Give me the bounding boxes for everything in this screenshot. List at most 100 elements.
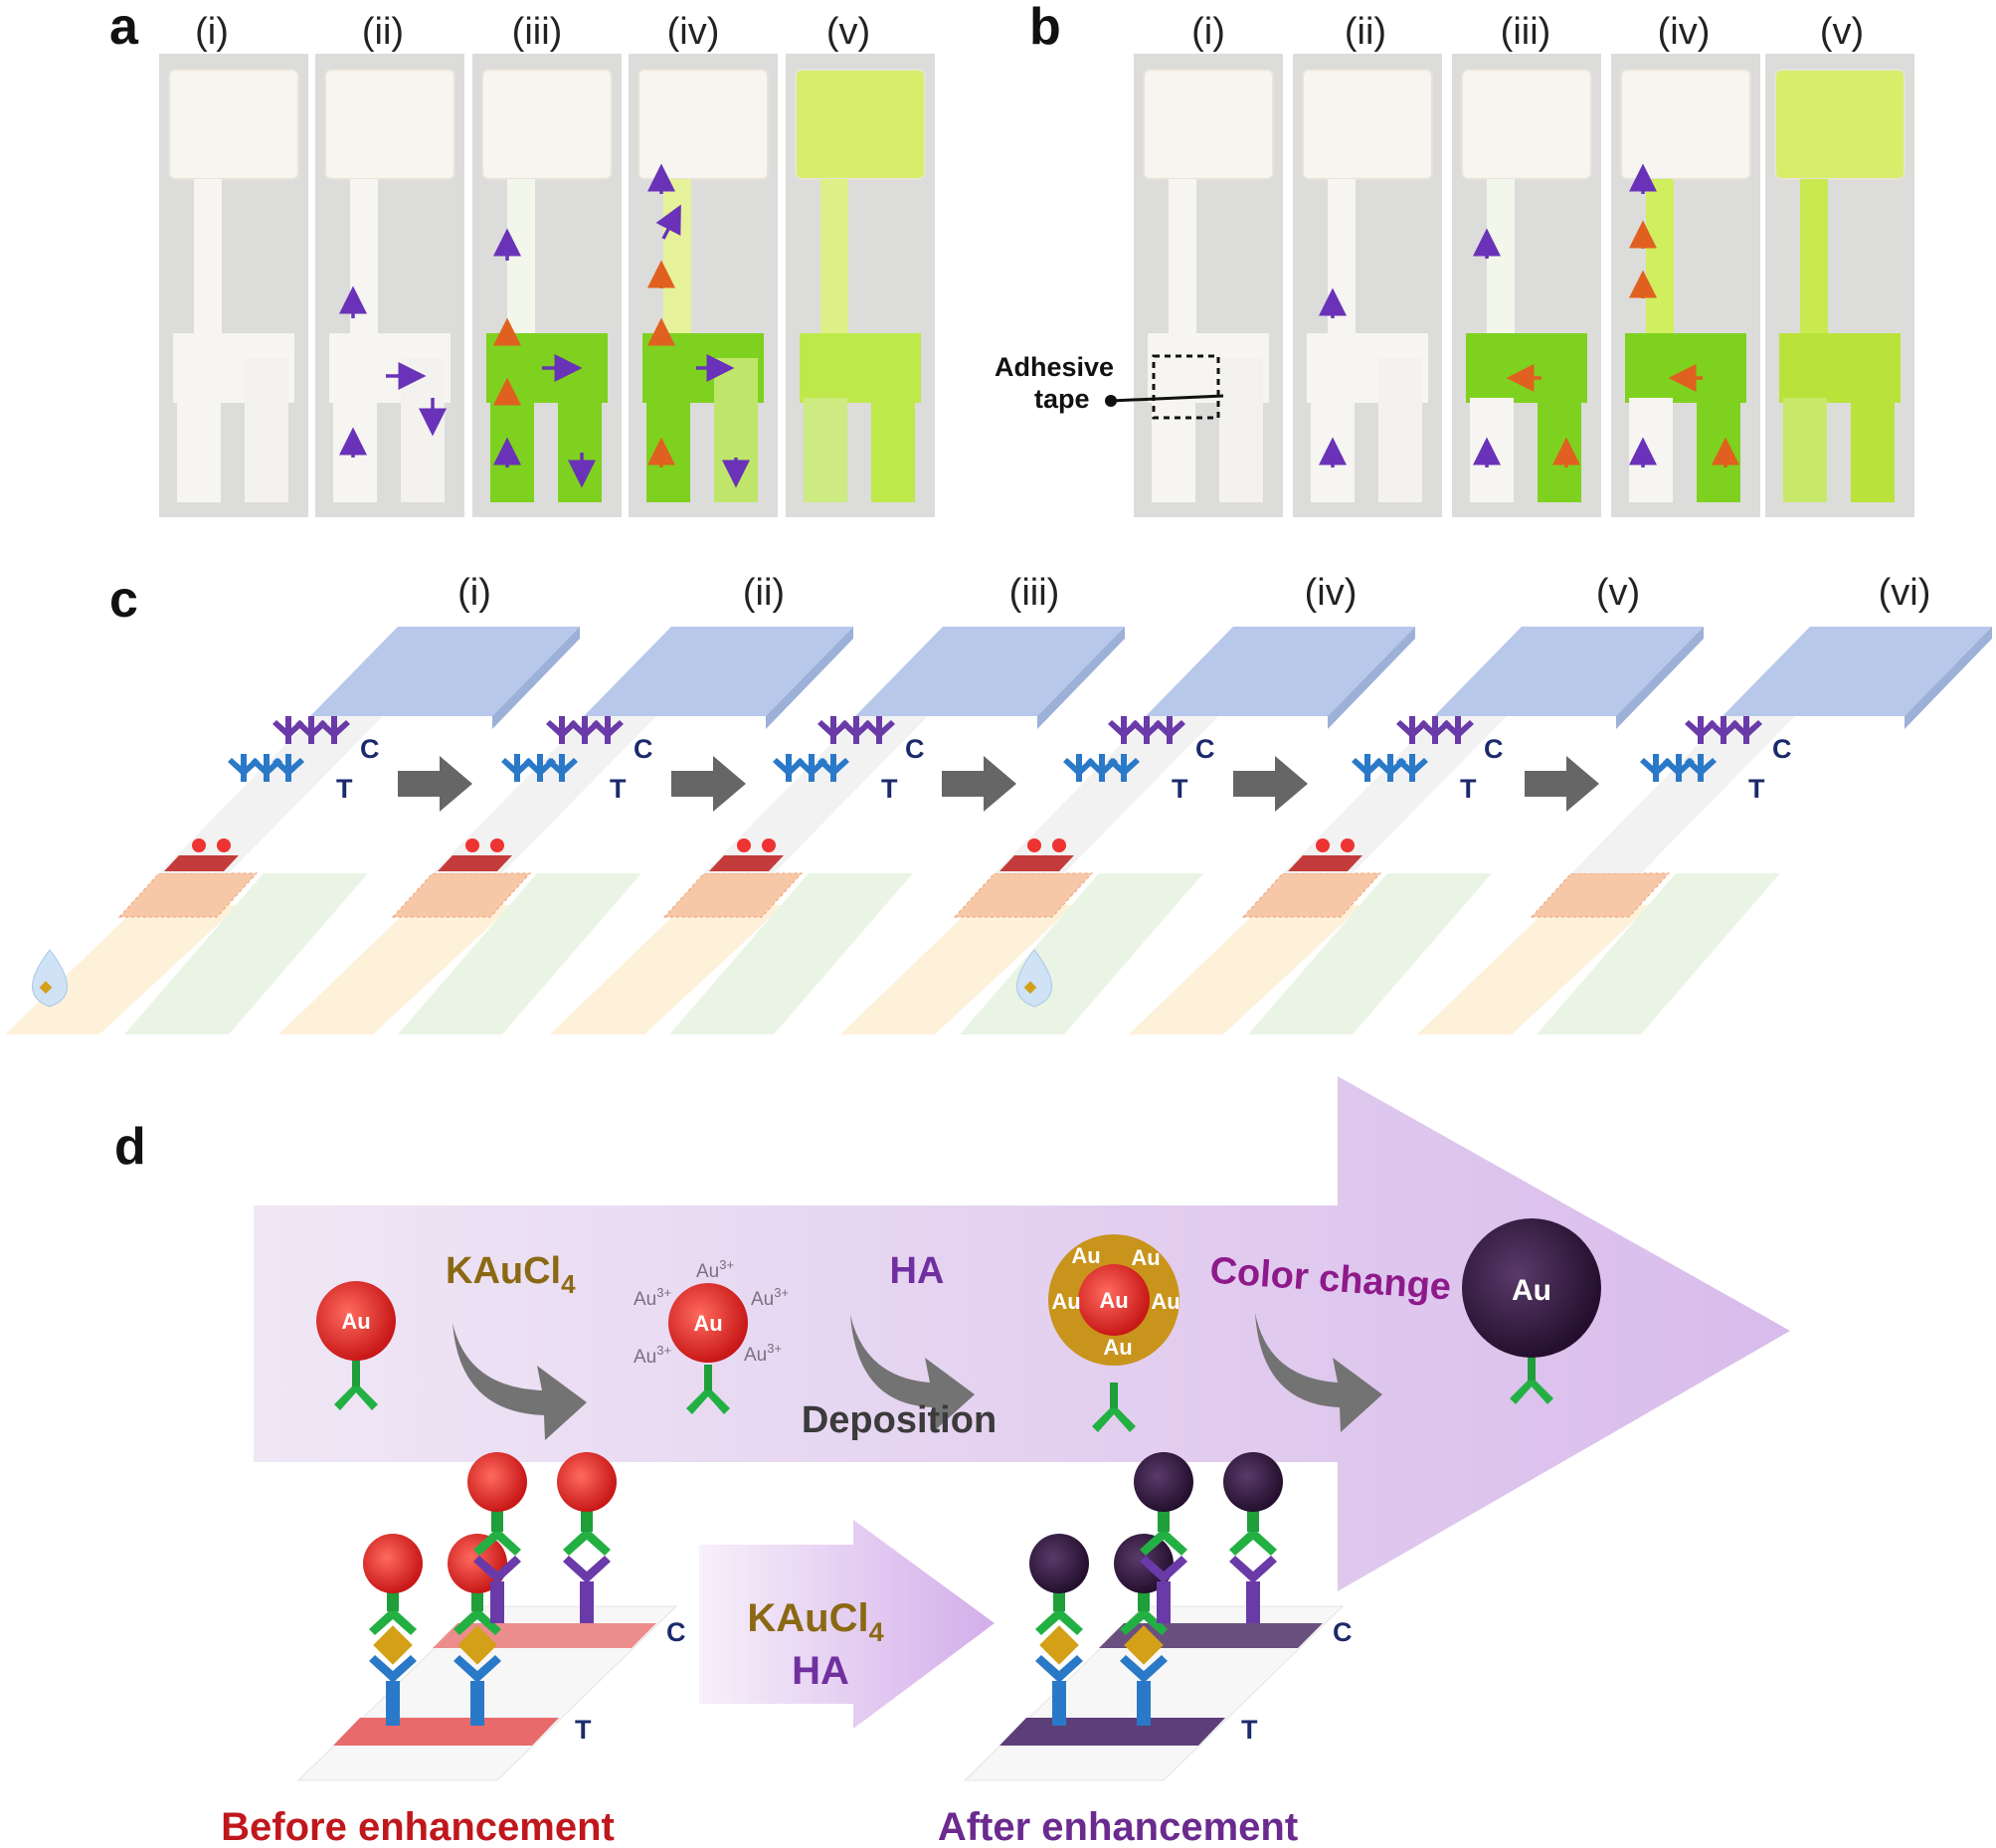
panel-c-step-labels: (i) (ii) (iii) (iv) (v) (vi) [457, 572, 1930, 614]
control-complex [1223, 1452, 1283, 1623]
panel-b-strip-photos [1134, 54, 1914, 517]
adhesive-tape-box [1152, 354, 1220, 420]
au-label: Au [1512, 1274, 1551, 1307]
panel-a-strip-photos [159, 54, 935, 517]
after-enhancement-label: After enhancement [938, 1805, 1298, 1848]
adhesive-tape-annotation: Adhesive tape [995, 352, 1224, 420]
lfa-schematic-step: TC [278, 627, 853, 1034]
curved-arrow-2 [850, 1315, 975, 1432]
c-line-label: C [666, 1617, 686, 1647]
panel-c-step-label: (iv) [1305, 572, 1358, 614]
curved-arrow-1 [453, 1323, 587, 1440]
panel-c-step-label: (v) [1596, 572, 1640, 614]
curved-arrow-3 [1255, 1313, 1382, 1432]
strip-photo [1452, 54, 1601, 517]
panel-a-step-label: (i) [195, 11, 229, 53]
au-shell-label: Au [1131, 1245, 1160, 1270]
c-line-label: C [905, 734, 925, 764]
au-np-antibody-initial: Au [316, 1281, 396, 1410]
strip-photo [1765, 54, 1914, 517]
t-line-label: T [1172, 774, 1188, 804]
lfa-schematic-step: TC [1129, 627, 1704, 1034]
t-line-label: T [1241, 1715, 1258, 1745]
svg-text:KAuCl4: KAuCl4 [446, 1250, 576, 1299]
t-line-label: T [575, 1715, 592, 1745]
deposition-label: Deposition [802, 1399, 997, 1441]
panel-c-label: c [109, 571, 138, 629]
panel-c-step-label: (i) [457, 572, 491, 614]
strip-photo [786, 54, 935, 517]
adhesive-label-line1: Adhesive [995, 352, 1114, 382]
au-np-with-gold-shell: Au Au Au Au Au Au [1048, 1234, 1180, 1432]
lfa-schematic-step: TC [840, 627, 1415, 1034]
control-complex [1134, 1452, 1193, 1623]
before-enhancement-strip: TC [296, 1452, 686, 1781]
t-line-label: T [881, 774, 898, 804]
kaucl4-main: KAuCl [446, 1250, 561, 1292]
au3-ion: Au3+ [744, 1341, 782, 1366]
adhesive-label-line2: tape [1034, 384, 1090, 414]
after-enhancement-strip: TC [963, 1452, 1353, 1781]
au3-ion: Au3+ [751, 1285, 789, 1310]
enhancement-arrow-reagent1: KAuCl4 [747, 1596, 883, 1647]
panel-c-step-label: (iii) [1009, 572, 1060, 614]
panel-b-step-label: (i) [1191, 11, 1225, 53]
panel-b-step-label: (iii) [1501, 11, 1551, 53]
t-line-label: T [336, 774, 353, 804]
adhesive-pointer-line [1110, 394, 1224, 403]
panel-b-step-label: (v) [1820, 11, 1864, 53]
au-np-with-ions: Au Au3+ Au3+ Au3+ Au3+ Au3+ [634, 1257, 789, 1414]
au-shell-label: Au [1071, 1243, 1100, 1268]
au3-ion: Au3+ [634, 1343, 671, 1368]
t-line-label: T [1748, 774, 1765, 804]
au3-ion: Au3+ [696, 1257, 734, 1282]
strip-photo [1134, 54, 1283, 517]
enhanced-dark-au-np: Au [1462, 1218, 1601, 1404]
t-line-label: T [610, 774, 627, 804]
panel-a-label: a [109, 0, 139, 56]
panel-b-step-label: (iv) [1658, 11, 1711, 53]
t-line-label: T [1460, 774, 1477, 804]
panel-c-step-label: (vi) [1879, 572, 1931, 614]
strip-photo [629, 54, 778, 517]
strip-photo [315, 54, 464, 517]
panel-a-step-label: (iii) [512, 11, 563, 53]
lfa-schematic-step: TC [1417, 627, 1992, 1034]
process-big-arrow [254, 1076, 1790, 1591]
c-line-label: C [1333, 1617, 1353, 1647]
lfa-schematic-step: TC [5, 627, 580, 1034]
reagent-kaucl4-label: KAuCl4 [446, 1250, 576, 1299]
c-line-label: C [1484, 734, 1504, 764]
strip-photo [1293, 54, 1442, 517]
before-enhancement-label: Before enhancement [221, 1805, 615, 1848]
panel-c-step-label: (ii) [743, 572, 785, 614]
au-label: Au [1099, 1288, 1128, 1313]
kaucl4-sub: 4 [561, 1269, 576, 1299]
panel-b-step-label: (ii) [1345, 11, 1386, 53]
c-line-label: C [360, 734, 380, 764]
au-label: Au [341, 1309, 370, 1334]
panel-b-step-labels: (i) (ii) (iii) (iv) (v) [1191, 11, 1864, 53]
c-line-label: C [1772, 734, 1792, 764]
panel-a-step-label: (v) [826, 11, 870, 53]
panel-a-step-label: (ii) [362, 11, 404, 53]
au-label: Au [693, 1311, 722, 1336]
panel-b-label: b [1029, 0, 1061, 56]
enhancement-arrow-reagent2: HA [792, 1649, 849, 1693]
control-complex [557, 1452, 617, 1623]
strip-photo [159, 54, 308, 517]
lfa-schematic-step: TC [550, 627, 1125, 1034]
au3-ion: Au3+ [634, 1285, 671, 1310]
au-shell-label: Au [1103, 1335, 1132, 1360]
strip-photo [1611, 54, 1760, 517]
panel-d-label: d [114, 1118, 146, 1176]
enhancement-arrow [699, 1520, 995, 1729]
sandwich-complex [1029, 1534, 1089, 1726]
au-shell-label: Au [1051, 1289, 1080, 1314]
panel-a-step-labels: (i) (ii) (iii) (iv) (v) [195, 11, 870, 53]
control-complex [467, 1452, 527, 1623]
c-line-label: C [634, 734, 653, 764]
reagent-ha-label: HA [890, 1250, 945, 1292]
